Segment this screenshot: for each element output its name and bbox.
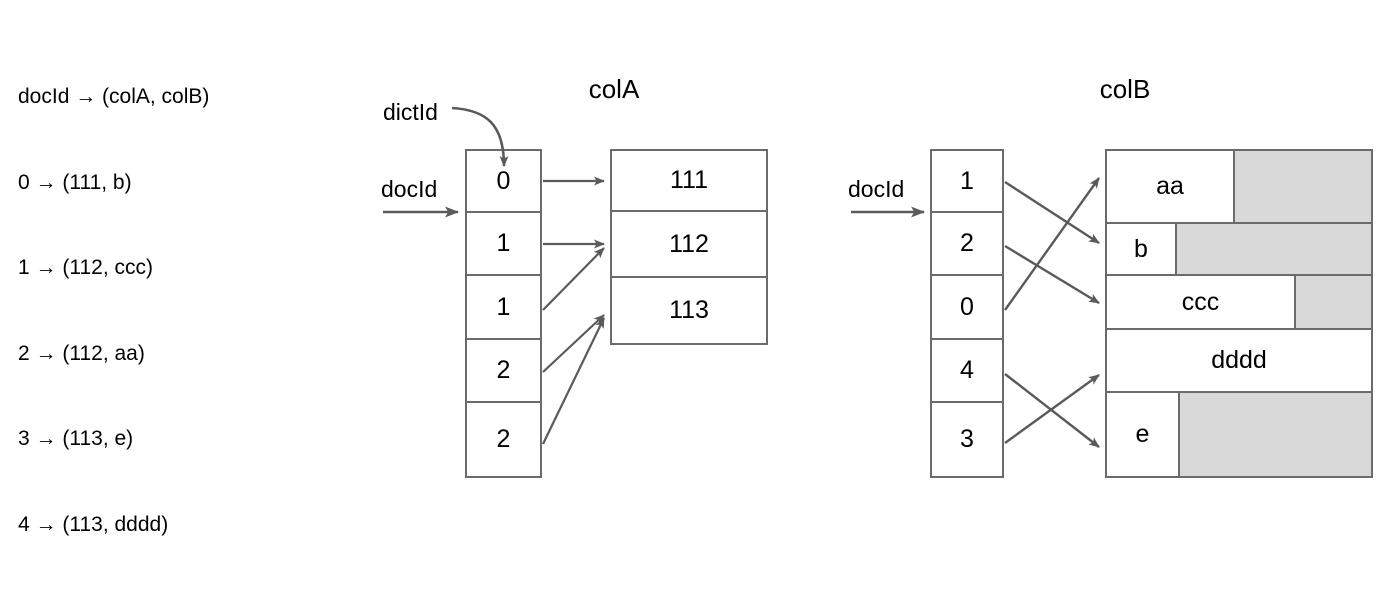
colb-title: colB (1099, 74, 1151, 104)
cola-dictionary-table: 111 112 113 (610, 149, 768, 345)
cola-dictionary-cell: 113 (669, 296, 709, 324)
colb-index-cell: 1 (932, 151, 1002, 213)
legend-line: 2 → (112, aa) (18, 341, 145, 365)
colb-value-text: e (1107, 393, 1180, 476)
legend-line: docId → (colA, colB) (18, 85, 210, 108)
cola-index-cell: 1 (467, 213, 540, 276)
colb-link-arrows (1004, 177, 1100, 448)
colb-docid-label: docId (848, 176, 905, 202)
colb-index-cell: 2 (932, 213, 1002, 276)
colb-value-text: dddd (1107, 330, 1371, 391)
colb-value-text: aa (1107, 151, 1235, 222)
cola-docid-label: docId (381, 176, 438, 202)
legend-line: 4 → (113, dddd) (18, 512, 169, 536)
legend-line: 1 → (112, ccc) (18, 256, 153, 279)
cola-title: colA (588, 74, 640, 104)
colb-value-row: b (1107, 224, 1371, 276)
cola-index-table: 0 1 1 2 2 (465, 149, 542, 478)
cola-link-arrows (542, 176, 605, 445)
colb-value-row: e (1107, 393, 1371, 476)
cola-dictionary-cell: 111 (612, 151, 766, 212)
legend-line: 3 → (113, e) (18, 427, 134, 450)
colb-index-cell: 3 (960, 425, 974, 453)
colb-value-row: ccc (1107, 276, 1371, 330)
colb-value-text: ccc (1107, 276, 1296, 328)
cola-dictionary-cell: 112 (612, 212, 766, 278)
colb-index-cell: 4 (932, 340, 1002, 403)
diagram-canvas: docId → (colA, colB) 0 → (111, b) 1 → (1… (18, 74, 1373, 536)
colb-values-table: aa b ccc dddd e (1105, 149, 1373, 478)
colb-value-row: aa (1107, 151, 1371, 224)
cola-index-cell: 1 (467, 276, 540, 340)
cola-dictid-label: dictId (383, 99, 438, 125)
cola-index-cell: 2 (496, 425, 511, 453)
colb-value-row: dddd (1107, 330, 1371, 393)
docid-mapping-legend: docId → (colA, colB) 0 → (111, b) 1 → (1… (18, 26, 209, 596)
legend-line: 0 → (111, b) (18, 170, 132, 194)
cola-index-cell: 2 (467, 340, 540, 403)
colb-index-table: 1 2 0 4 3 (930, 149, 1004, 478)
cola-index-cell: 0 (467, 151, 540, 213)
colb-index-cell: 0 (932, 276, 1002, 340)
colb-value-text: b (1107, 224, 1177, 274)
